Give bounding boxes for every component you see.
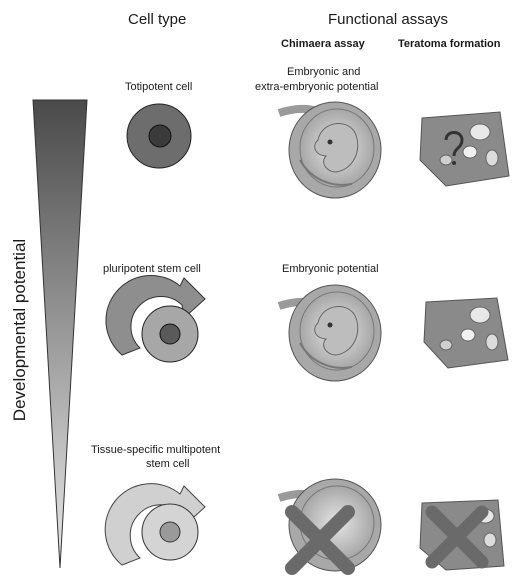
multipotent-cell [142, 504, 198, 560]
teratoma-section-row1 [420, 112, 509, 186]
pluripotent-cell [142, 306, 198, 362]
potential-wedge [33, 100, 87, 568]
chimaera-embryo-row2 [279, 285, 381, 381]
totipotent-cell [127, 104, 191, 168]
teratoma-section-row2 [424, 298, 508, 368]
chimaera-embryo-row1 [279, 102, 381, 198]
